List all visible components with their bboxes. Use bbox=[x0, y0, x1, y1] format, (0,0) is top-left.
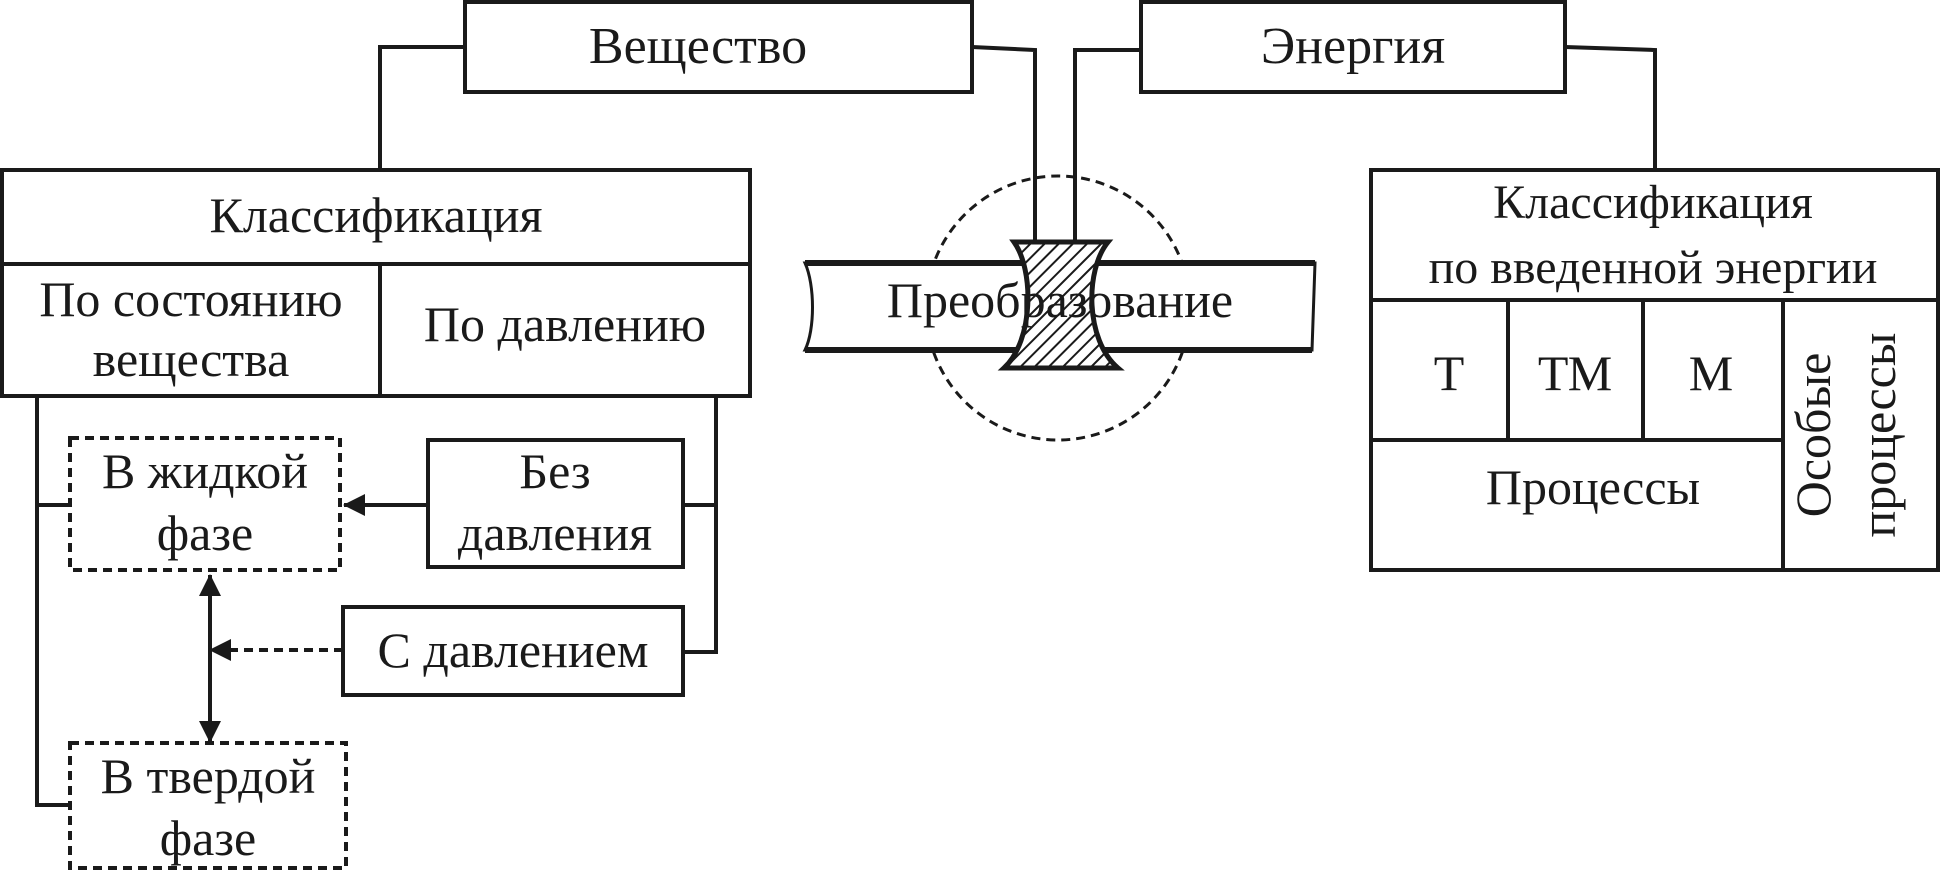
liquid-phase-box: В жидкой фазе bbox=[68, 436, 342, 572]
special-processes-line1: Особые bbox=[1785, 353, 1841, 518]
liquid-line1: В жидкой bbox=[102, 443, 308, 499]
substance-title: Вещество bbox=[589, 18, 807, 75]
connector-energy-to-transformation bbox=[1064, 48, 1141, 281]
processes-label: Процессы bbox=[1486, 459, 1700, 515]
liquid-line2: фазе bbox=[157, 505, 254, 561]
no-pressure-line2: давления bbox=[458, 505, 652, 561]
energy-classification-line2: по введенной энергии bbox=[1429, 241, 1878, 294]
solid-phase-box: В твердой фазе bbox=[68, 741, 348, 870]
connector-substance-classification bbox=[378, 45, 465, 170]
substance-box: Вещество bbox=[463, 0, 974, 94]
energy-box: Энергия bbox=[1139, 0, 1567, 94]
transformation-label: Преобразование bbox=[887, 272, 1233, 328]
connector-state-branch bbox=[35, 396, 70, 807]
connector-energy-classification bbox=[1564, 45, 1657, 170]
energy-classification-table: Классификация по введенной энергии Т ТМ … bbox=[1369, 168, 1940, 572]
substance-classification-label: Классификация bbox=[209, 187, 542, 243]
by-pressure-label: По давлению bbox=[424, 296, 706, 352]
connector-pressure-branch bbox=[683, 396, 718, 654]
energy-classification-line1: Классификация bbox=[1493, 176, 1813, 229]
by-state-line1: По состоянию bbox=[39, 271, 342, 327]
weld-zone-hatched bbox=[997, 239, 1125, 371]
no-pressure-box: Без давления bbox=[426, 438, 685, 569]
special-processes-line2: процессы bbox=[1850, 333, 1906, 538]
solid-line2: фазе bbox=[160, 810, 257, 866]
by-state-line2: вещества bbox=[93, 331, 290, 387]
substance-classification-table: Классификация По состоянию вещества По д… bbox=[0, 168, 752, 398]
no-pressure-line1: Без bbox=[519, 443, 590, 499]
energy-type-tm: ТМ bbox=[1538, 345, 1612, 401]
connector-substance-to-transformation bbox=[971, 45, 1046, 281]
energy-type-t: Т bbox=[1434, 345, 1465, 401]
energy-type-m: М bbox=[1689, 345, 1733, 401]
energy-title: Энергия bbox=[1261, 18, 1445, 75]
with-pressure-label: С давлением bbox=[378, 622, 649, 678]
with-pressure-box: С давлением bbox=[341, 605, 685, 697]
transformation-element: Преобразование bbox=[802, 174, 1317, 442]
solid-line1: В твердой bbox=[101, 748, 316, 804]
